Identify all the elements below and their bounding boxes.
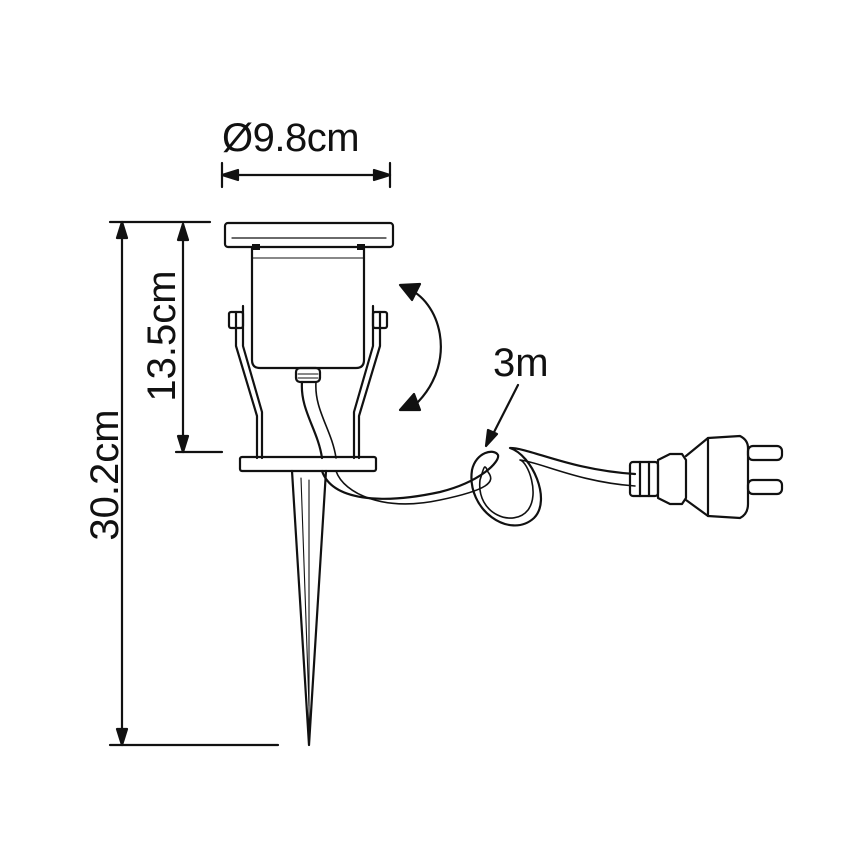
- mounting-bracket: [234, 304, 382, 460]
- base-plate: [238, 455, 378, 473]
- lamp-top-cap: [223, 221, 395, 250]
- power-cable: [300, 380, 637, 527]
- diameter-dimension-line: [220, 161, 392, 189]
- cable-gland: [294, 366, 322, 384]
- cable-length-label: 3m: [493, 341, 549, 385]
- lamp-body: [250, 246, 366, 370]
- head-height-label: 13.5cm: [140, 270, 184, 402]
- rotation-arrow: [398, 282, 442, 412]
- total-height-label: 30.2cm: [83, 409, 127, 541]
- cable-length-leader: [484, 383, 520, 448]
- diameter-label: Ø9.8cm: [222, 116, 360, 160]
- total-height-dimension-line: [108, 220, 280, 747]
- ground-spike: [290, 469, 328, 747]
- head-height-dimension-line: [174, 222, 224, 454]
- power-plug: [628, 434, 784, 520]
